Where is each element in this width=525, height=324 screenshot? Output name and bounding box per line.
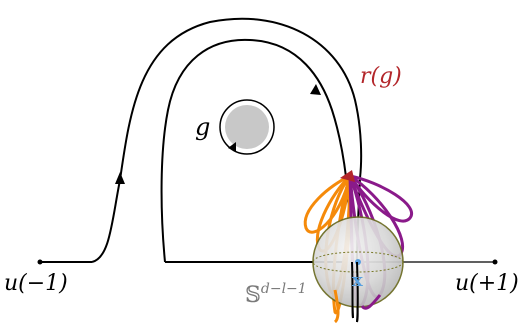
inner-path-arrow: [310, 84, 321, 95]
hole-ring: [219, 99, 275, 155]
sphere-label: 𝕊d−l−1: [245, 281, 307, 308]
u-right-label: u(+1): [455, 271, 519, 296]
outer-path-arrow: [115, 172, 125, 184]
u-left-point: [37, 259, 43, 265]
u-right-point: [492, 259, 498, 265]
outer-path: [91, 17, 363, 263]
u-left-label: u(−1): [4, 271, 68, 296]
sphere-symbol: 𝕊: [245, 283, 261, 308]
purple-loop-1: [348, 174, 414, 223]
sphere-equator: [312, 251, 404, 273]
hole-arrow: [228, 142, 236, 152]
r-g-label: r(g): [360, 64, 402, 89]
sphere-exponent: d−l−1: [261, 281, 307, 297]
g-label: g: [195, 113, 210, 141]
hole-disk: [225, 105, 269, 149]
loop-tails-purple: [360, 294, 382, 310]
r-tip-arrow: [340, 170, 355, 182]
orange-loop-1: [303, 174, 352, 234]
x-label: x: [352, 270, 363, 291]
strand-over-sphere: [351, 261, 359, 323]
loop-tails-over-sphere: [333, 289, 340, 324]
